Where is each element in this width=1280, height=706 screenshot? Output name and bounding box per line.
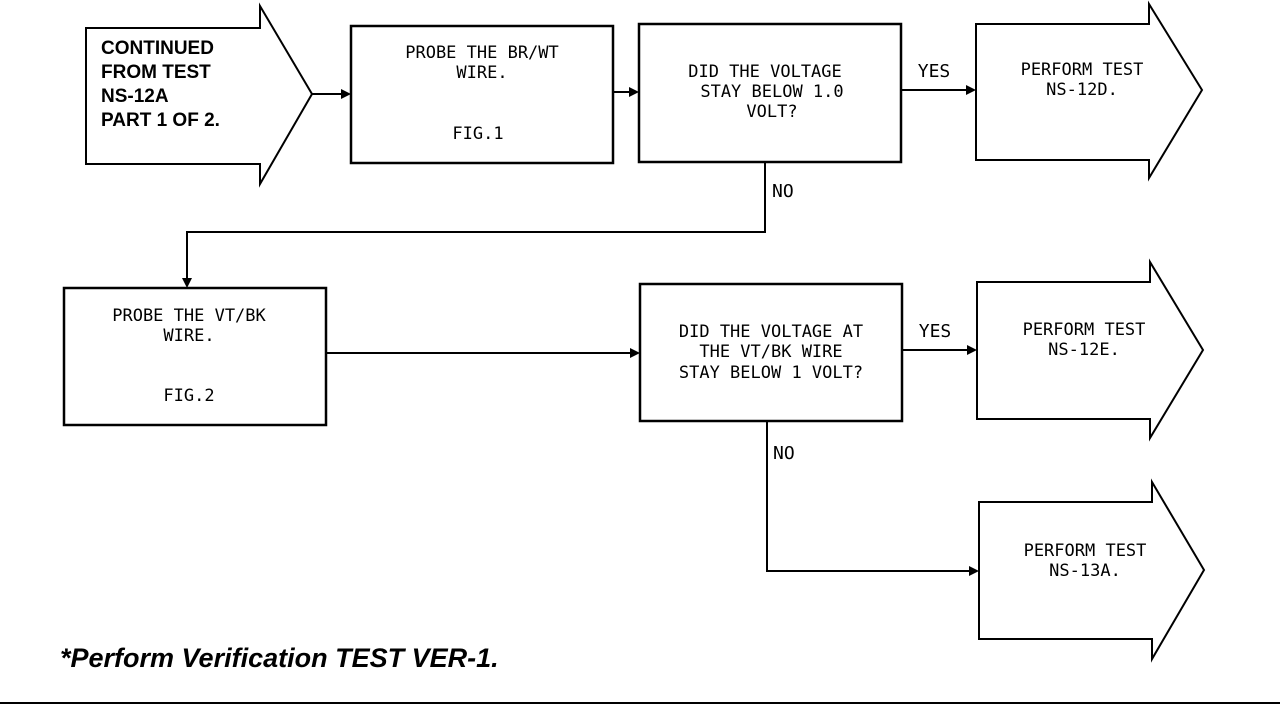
probe-vt-bk-line-2: WIRE. [163, 326, 214, 346]
no-connector-2: NO [766, 421, 979, 576]
continued-line-1: CONTINUED [101, 38, 214, 59]
no-label-2: NO [773, 443, 795, 464]
question-2-line-3: STAY BELOW 1 VOLT? [679, 363, 863, 383]
question-1-line-3: VOLT? [746, 102, 797, 122]
question-1-line-2: STAY BELOW 1.0 [700, 82, 843, 102]
probe-br-wt-fig: FIG.1 [452, 124, 503, 144]
yes-connector-1: YES [901, 61, 976, 95]
no-connector-1: NO [182, 162, 794, 288]
yes-label-2: YES [919, 321, 952, 342]
no-label-1: NO [772, 181, 794, 202]
probe-br-wt-line-1: PROBE THE BR/WT [405, 43, 559, 63]
connector-probe-to-question-2 [326, 348, 640, 358]
ns-12d-line-1: PERFORM TEST [1021, 60, 1144, 80]
continued-line-3: NS-12A [101, 86, 169, 107]
question-2-box: DID THE VOLTAGE AT THE VT/BK WIRE STAY B… [638, 282, 904, 423]
continued-line-2: FROM TEST [101, 62, 211, 83]
continued-from-test-arrow: CONTINUED FROM TEST NS-12A PART 1 OF 2. [85, 2, 314, 188]
probe-vt-bk-box: PROBE THE VT/BK WIRE. FIG.2 [62, 286, 328, 427]
probe-br-wt-line-2: WIRE. [456, 63, 507, 83]
connector-start-to-probe [312, 89, 351, 99]
probe-vt-bk-fig: FIG.2 [163, 386, 214, 406]
question-2-line-1: DID THE VOLTAGE AT [679, 322, 863, 342]
connector-probe-to-question-1 [613, 87, 639, 97]
continued-line-4: PART 1 OF 2. [101, 110, 220, 131]
question-1-box: DID THE VOLTAGE STAY BELOW 1.0 VOLT? [637, 22, 903, 164]
probe-br-wt-box: PROBE THE BR/WT WIRE. FIG.1 [349, 24, 615, 165]
perform-test-ns-12d-arrow: PERFORM TEST NS-12D. [975, 0, 1204, 182]
ns-12e-line-2: NS-12E. [1048, 340, 1120, 360]
yes-connector-2: YES [902, 321, 977, 355]
ns-12e-line-1: PERFORM TEST [1023, 320, 1146, 340]
perform-test-ns-13a-arrow: PERFORM TEST NS-13A. [978, 478, 1206, 663]
yes-label-1: YES [918, 61, 951, 82]
question-2-line-2: THE VT/BK WIRE [699, 342, 842, 362]
ns-13a-line-2: NS-13A. [1049, 561, 1121, 581]
probe-vt-bk-line-1: PROBE THE VT/BK [112, 306, 266, 326]
ns-12d-line-2: NS-12D. [1046, 80, 1118, 100]
question-1-line-1: DID THE VOLTAGE [688, 62, 842, 82]
perform-test-ns-12e-arrow: PERFORM TEST NS-12E. [976, 258, 1205, 442]
ns-13a-line-1: PERFORM TEST [1024, 541, 1147, 561]
verification-footnote: *Perform Verification TEST VER-1. [60, 643, 499, 673]
